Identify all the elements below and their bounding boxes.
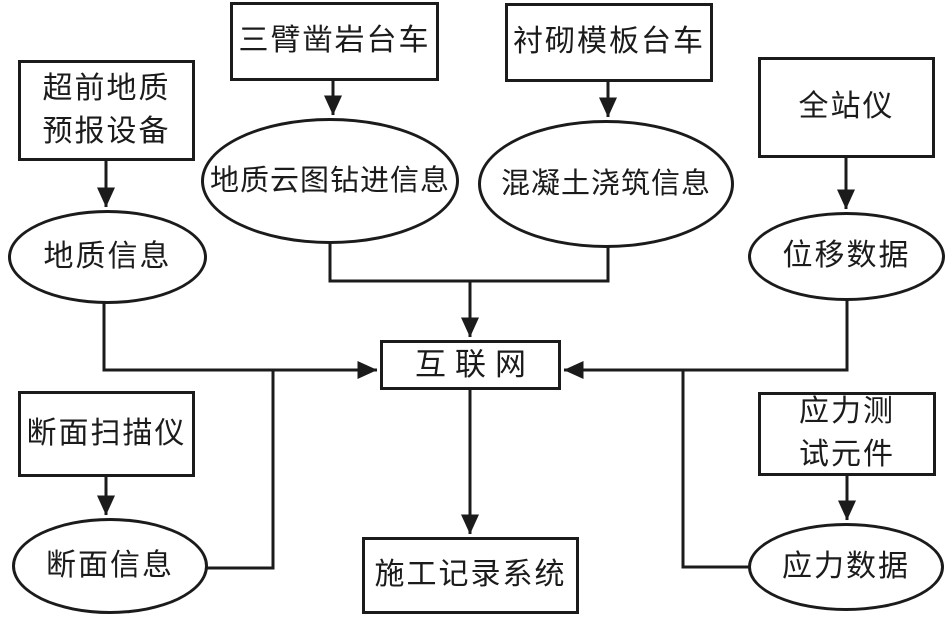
- edge-section-info-to-left-bus: [206, 370, 275, 570]
- node-construction-record-system: 施工记录系统: [362, 537, 579, 614]
- node-concrete-pouring-information: 混凝土浇筑信息: [478, 120, 734, 248]
- node-stress-data: 应力数据: [748, 523, 944, 611]
- node-internet: 互联网: [380, 340, 561, 390]
- edge-displacement-data-to-internet: [563, 300, 849, 379]
- node-total-station: 全站仪: [758, 57, 935, 158]
- edge-geological-info-to-internet: [102, 302, 378, 379]
- node-three-boom-rock-drill-jumbo: 三臂凿岩台车: [230, 2, 439, 81]
- node-stress-test-element: 应力测 试元件: [758, 392, 936, 476]
- node-lining-formwork-trolley: 衬砌模板台车: [505, 3, 713, 82]
- node-geological-information: 地质信息: [8, 210, 207, 304]
- node-advance-geology-forecast-equipment: 超前地质 预报设备: [18, 60, 195, 161]
- node-section-scanner: 断面扫描仪: [18, 391, 195, 477]
- edge-merge-geo-cloud-and-concrete: [328, 242, 610, 283]
- edge-stress-data-to-right-bus: [681, 370, 748, 569]
- node-section-information: 断面信息: [12, 518, 208, 614]
- node-displacement-data: 位移数据: [748, 212, 945, 301]
- node-geological-cloud-drilling-information: 地质云图钻进信息: [201, 118, 459, 244]
